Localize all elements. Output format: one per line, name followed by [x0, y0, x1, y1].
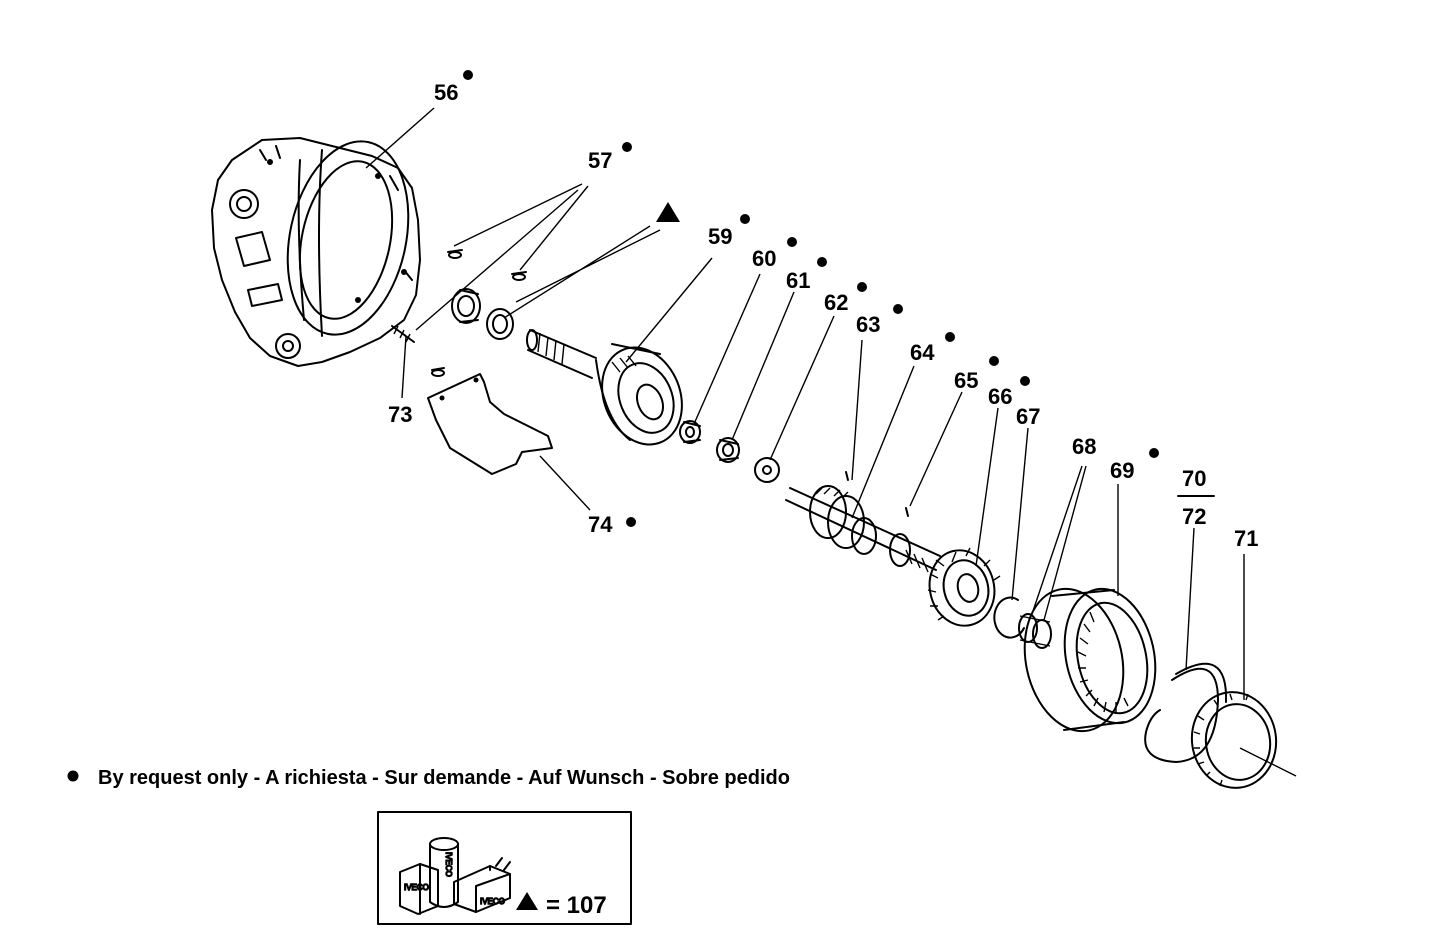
stud-73 [391, 325, 415, 343]
bullet-59 [740, 214, 750, 224]
bushing-60 [679, 420, 701, 444]
planet-gear-65 [927, 547, 1001, 627]
kit-equals: = 107 [546, 892, 607, 919]
cover-plate-74 [427, 373, 553, 475]
clutch-housing-56 [211, 137, 421, 367]
legend-bullet [67, 770, 79, 782]
leader-lines [365, 107, 1297, 777]
label-62: 62 [824, 290, 848, 315]
label-72: 72 [1182, 504, 1206, 529]
dowel-pins-57 [431, 249, 527, 377]
bushing-pair [451, 288, 514, 340]
svg-text:IVECO: IVECO [480, 897, 505, 906]
sun-gear-shaft-64 [785, 471, 941, 573]
label-56: 56 [434, 80, 458, 105]
label-67: 67 [1016, 404, 1040, 429]
label-70: 70 [1182, 466, 1206, 491]
legend-footnote: By request only - A richiesta - Sur dema… [67, 767, 790, 789]
bullet-64 [945, 332, 955, 342]
label-60: 60 [752, 246, 776, 271]
snap-ring-66 [993, 596, 1025, 639]
thrust-washer-71 [1190, 691, 1278, 789]
kit-products-illustration: IVECO IVECO IVECO [399, 837, 511, 915]
planet-carrier-shaft-59 [526, 329, 683, 446]
bullet-65 [989, 356, 999, 366]
request-bullets [463, 70, 1159, 527]
label-66: 66 [988, 384, 1012, 409]
label-63: 63 [856, 312, 880, 337]
kit-triangle [516, 892, 538, 910]
svg-text:IVECO: IVECO [444, 852, 453, 877]
bullet-74 [626, 517, 636, 527]
part-number-labels: 56 57 59 60 61 62 63 64 65 66 67 68 69 7… [388, 80, 1258, 551]
ring-gear-69 [1023, 587, 1157, 733]
bullet-60 [787, 237, 797, 247]
label-61: 61 [786, 268, 810, 293]
label-64: 64 [910, 340, 935, 365]
label-65: 65 [954, 368, 978, 393]
label-71: 71 [1234, 526, 1258, 551]
kit-box: IVECO IVECO IVECO = 107 [377, 811, 632, 925]
label-74: 74 [588, 512, 613, 537]
label-57: 57 [588, 148, 612, 173]
kit-triangle-marker [656, 202, 680, 222]
label-59: 59 [708, 224, 732, 249]
legend-text: By request only - A richiesta - Sur dema… [98, 767, 790, 789]
circlip-70-72 [1144, 662, 1228, 763]
bullet-63 [893, 304, 903, 314]
bullet-69 [1149, 448, 1159, 458]
bullet-56 [463, 70, 473, 80]
thrust-washer-62 [754, 457, 780, 483]
bullet-62 [857, 282, 867, 292]
needle-bearing-68 [1018, 613, 1052, 649]
bullet-57 [622, 142, 632, 152]
bullet-66 [1020, 376, 1030, 386]
label-69: 69 [1110, 458, 1134, 483]
bullet-61 [817, 257, 827, 267]
svg-text:IVECO: IVECO [404, 883, 429, 892]
bushing-61 [716, 437, 740, 463]
label-73: 73 [388, 402, 412, 427]
label-68: 68 [1072, 434, 1096, 459]
